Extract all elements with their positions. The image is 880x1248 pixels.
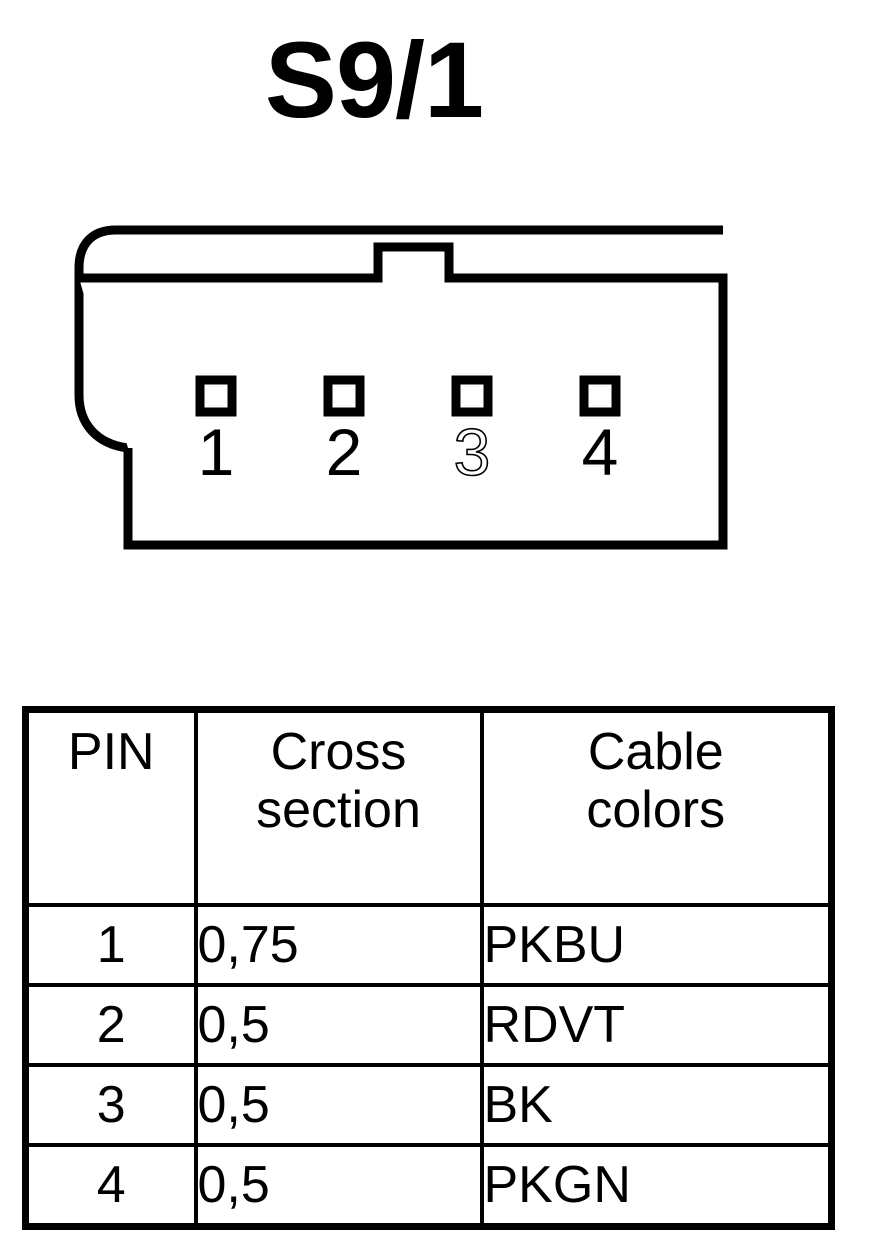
cell-pin: 1 — [23, 903, 198, 987]
pin-table-body: 1 0,75 PKBU 2 0,5 RDVT 3 0,5 BK 4 0,5 PK… — [23, 903, 834, 1229]
connector-housing-svg: 1 2 3 4 — [74, 225, 728, 550]
cell-cross-section: 0,5 — [193, 1143, 484, 1229]
cell-cable-colors: PKBU — [479, 903, 834, 987]
cell-cross-section: 0,5 — [193, 983, 484, 1067]
pin-socket-3 — [451, 375, 493, 417]
pin-socket-2 — [323, 375, 365, 417]
cell-pin: 4 — [23, 1143, 198, 1229]
table-row: 4 0,5 PKGN — [23, 1143, 834, 1229]
pin-table-container: PIN Cross section Cable colors 1 0,75 PK… — [22, 706, 835, 1230]
connector-diagram: 1 2 3 4 — [0, 190, 880, 590]
pin-table-head: PIN Cross section Cable colors — [23, 707, 834, 907]
table-header-row: PIN Cross section Cable colors — [23, 707, 834, 907]
table-row: 2 0,5 RDVT — [23, 983, 834, 1067]
column-header-cross-section: Cross section — [193, 707, 484, 907]
pin-number-3: 3 — [454, 415, 491, 489]
pin-number-2: 2 — [326, 415, 363, 489]
column-header-cable-colors-line-1: Cable — [587, 723, 724, 781]
pin-socket-4 — [579, 375, 621, 417]
cell-cross-section: 0,75 — [193, 903, 484, 987]
column-header-pin-line-1: PIN — [67, 723, 155, 781]
pin-table: PIN Cross section Cable colors 1 0,75 PK… — [22, 706, 835, 1230]
cell-cable-colors: BK — [479, 1063, 834, 1147]
cell-cable-colors: PKGN — [479, 1143, 834, 1229]
column-header-cable-colors-line-2: colors — [586, 781, 726, 840]
column-header-cross-section-line-2: section — [256, 781, 421, 840]
cell-pin: 3 — [23, 1063, 198, 1147]
cell-cross-section: 0,5 — [193, 1063, 484, 1147]
cell-pin: 2 — [23, 983, 198, 1067]
pin-number-1: 1 — [198, 415, 235, 489]
table-row: 3 0,5 BK — [23, 1063, 834, 1147]
table-row: 1 0,75 PKBU — [23, 903, 834, 987]
pin-socket-1 — [195, 375, 237, 417]
cell-cable-colors: RDVT — [479, 983, 834, 1067]
column-header-cable-colors: Cable colors — [479, 707, 834, 907]
pin-number-4: 4 — [582, 415, 619, 489]
column-header-cross-section-line-1: Cross — [270, 723, 407, 781]
page-title: S9/1 — [264, 19, 484, 140]
connector-outer-shell — [74, 225, 723, 453]
connector-body-outline — [79, 242, 728, 550]
column-header-pin: PIN — [23, 707, 198, 907]
